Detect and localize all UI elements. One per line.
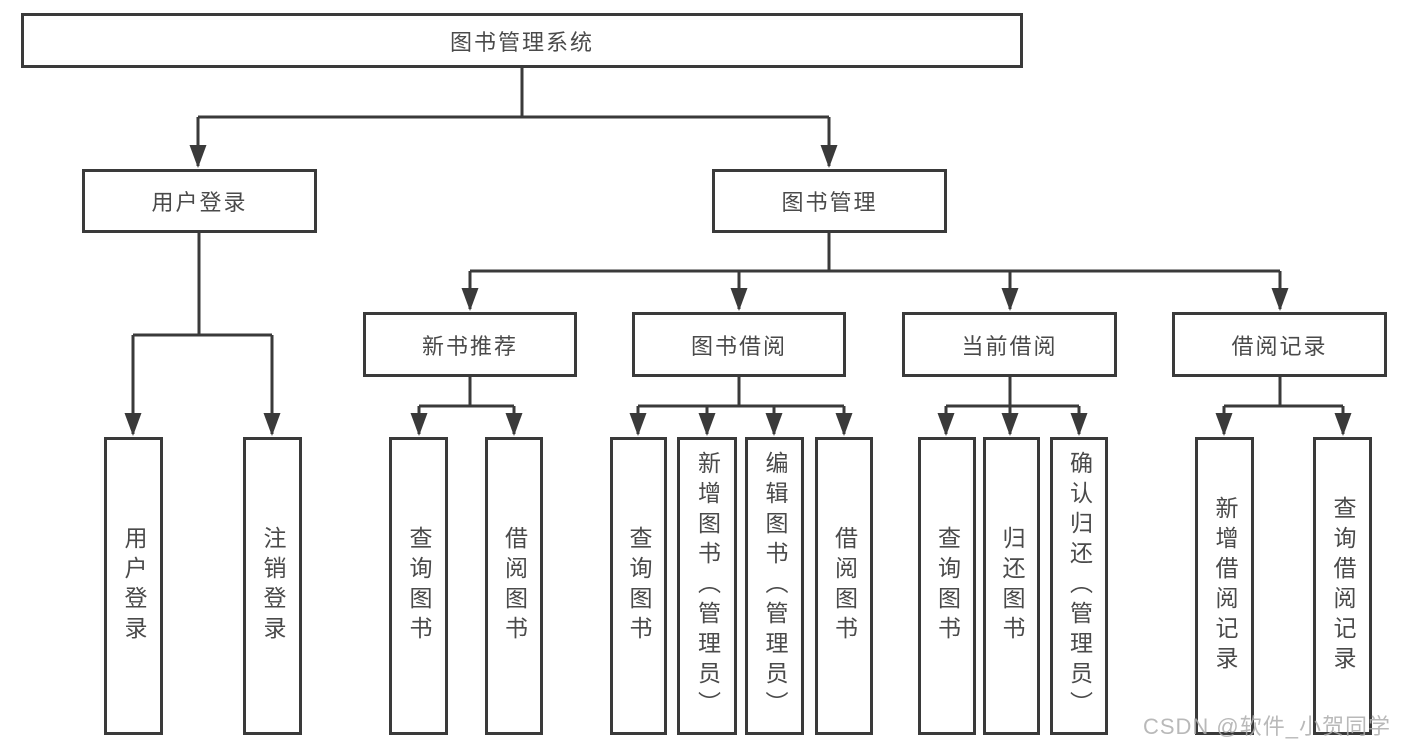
leaf-edit-book-admin: 编辑图书（管理员） <box>745 437 804 735</box>
node-borrowing-records: 借阅记录 <box>1172 312 1387 377</box>
leaf-query-books-2: 查询图书 <box>610 437 667 735</box>
node-label: 当前借阅 <box>961 333 1058 359</box>
node-new-book-recommendation: 新书推荐 <box>363 312 577 377</box>
leaf-user-login: 用户登录 <box>104 437 163 735</box>
node-label: 查询图书 <box>934 526 961 646</box>
node-book-management: 图书管理 <box>712 169 947 233</box>
leaf-add-book-admin: 新增图书（管理员） <box>677 437 737 735</box>
node-book-borrowing: 图书借阅 <box>632 312 846 377</box>
node-label: 新增借阅记录 <box>1212 496 1238 676</box>
leaf-add-borrow-record: 新增借阅记录 <box>1195 437 1254 735</box>
leaf-confirm-return-admin: 确认归还（管理员） <box>1050 437 1108 735</box>
leaf-query-borrow-record: 查询借阅记录 <box>1313 437 1372 735</box>
leaf-borrow-books-2: 借阅图书 <box>815 437 873 735</box>
node-user-login: 用户登录 <box>82 169 317 233</box>
node-label: 图书管理 <box>781 190 878 215</box>
node-label: 新增图书（管理员） <box>694 451 721 721</box>
csdn-watermark: CSDN @软件_小贺同学 <box>1142 714 1391 739</box>
node-current-borrowing: 当前借阅 <box>902 312 1117 377</box>
node-label: 注销登录 <box>260 526 286 646</box>
node-label: 图书借阅 <box>690 333 787 359</box>
node-label: 查询图书 <box>626 526 652 646</box>
node-label: 查询借阅记录 <box>1330 496 1356 676</box>
node-label: 借阅图书 <box>501 526 528 646</box>
node-label: 用户登录 <box>121 526 147 646</box>
node-label: 编辑图书（管理员） <box>762 451 788 721</box>
leaf-borrow-books-1: 借阅图书 <box>485 437 543 735</box>
node-label: 新书推荐 <box>421 333 518 359</box>
node-label: 借阅记录 <box>1231 333 1328 359</box>
node-label: 查询图书 <box>406 526 432 646</box>
leaf-logout: 注销登录 <box>243 437 302 735</box>
leaf-return-book: 归还图书 <box>983 437 1040 735</box>
node-label: 确认归还（管理员） <box>1066 451 1093 721</box>
leaf-query-books-3: 查询图书 <box>918 437 976 735</box>
node-label: 用户登录 <box>151 190 248 215</box>
node-label: 借阅图书 <box>831 526 858 646</box>
node-label: 图书管理系统 <box>449 29 594 55</box>
node-label: 归还图书 <box>999 526 1025 646</box>
leaf-query-books-1: 查询图书 <box>389 437 448 735</box>
node-library-management-system: 图书管理系统 <box>21 13 1023 68</box>
